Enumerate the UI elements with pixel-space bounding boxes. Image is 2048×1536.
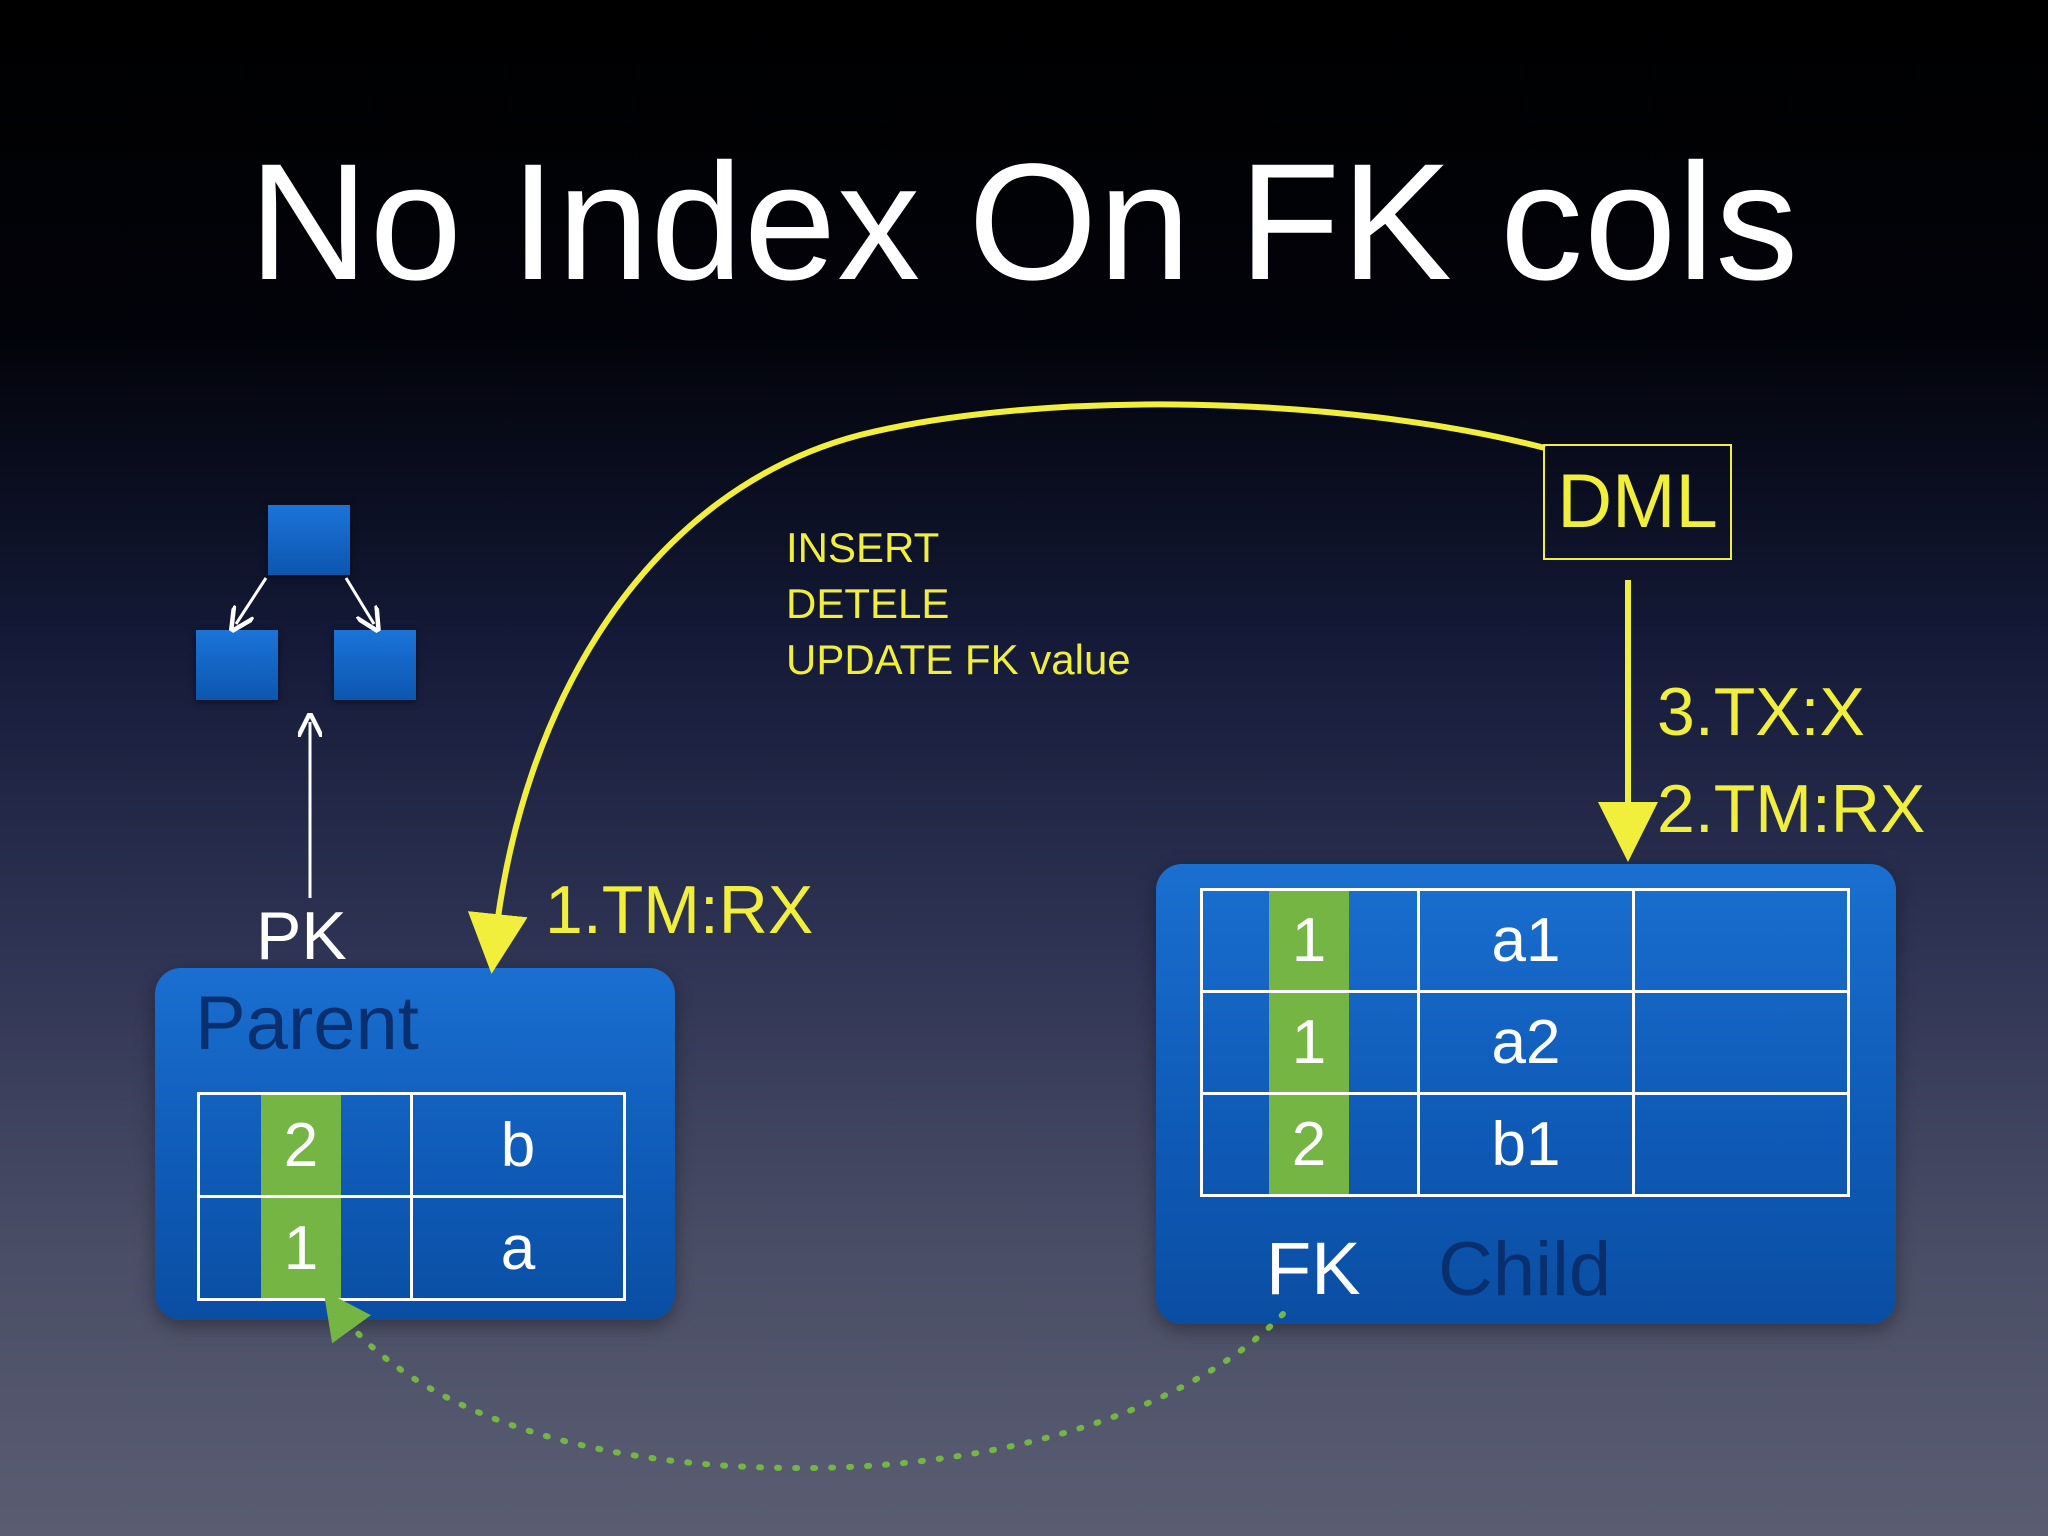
value-cell: a <box>410 1195 626 1301</box>
dml-to-parent-arrow <box>467 401 1546 974</box>
key-cell: 1 <box>197 1195 413 1301</box>
value-cell: b1 <box>1417 1092 1635 1197</box>
child-lock-tm-label: 2.TM:RX <box>1657 771 1926 847</box>
table-row: 1 a <box>197 1195 626 1301</box>
table-row: 1 a2 <box>1200 990 1850 1095</box>
child-table-panel: 1 a1 1 a2 2 b1 FK Child <box>1156 864 1896 1324</box>
parent-table-name: Parent <box>195 981 419 1066</box>
child-table-name: Child <box>1438 1227 1612 1312</box>
key-value: 1 <box>283 1213 319 1283</box>
child-lock-tx-label: 3.TX:X <box>1657 674 1865 750</box>
tree-right-arrow <box>344 577 374 624</box>
value-cell: a2 <box>1417 990 1635 1095</box>
parent-lock-label: 1.TM:RX <box>545 872 814 948</box>
empty-cell <box>1632 888 1850 993</box>
empty-cell <box>1632 990 1850 1095</box>
child-rows-table: 1 a1 1 a2 2 b1 <box>1200 888 1850 1197</box>
key-value: 1 <box>1291 906 1327 975</box>
key-cell: 1 <box>1200 990 1420 1095</box>
key-value: 2 <box>283 1110 319 1180</box>
parent-rows-table: 2 b 1 a <box>197 1092 626 1301</box>
index-tree-icon <box>190 500 420 710</box>
key-value: 2 <box>1291 1110 1327 1179</box>
parent-table-panel: Parent 2 b 1 a <box>155 968 675 1320</box>
value-cell: b <box>410 1092 626 1198</box>
operation-update: UPDATE FK value <box>786 636 1131 683</box>
operation-insert: INSERT <box>786 524 940 571</box>
slide-title: No Index On FK cols <box>248 130 1800 315</box>
fk-to-pk-dotted-arrow <box>323 1290 1286 1472</box>
key-cell: 2 <box>1200 1092 1420 1197</box>
value-cell: a1 <box>1417 888 1635 993</box>
operation-delete: DETELE <box>786 580 950 627</box>
tree-left-arrow <box>236 577 268 624</box>
dml-operations-list: INSERT DETELE UPDATE FK value <box>786 520 1131 688</box>
key-cell: 1 <box>1200 888 1420 993</box>
key-cell: 2 <box>197 1092 413 1198</box>
left-leaf-node <box>196 630 278 700</box>
right-leaf-node <box>334 630 416 700</box>
key-value: 1 <box>1291 1008 1327 1077</box>
pk-label: PK <box>256 898 347 974</box>
table-row: 2 b1 <box>1200 1092 1850 1197</box>
root-node <box>268 505 350 575</box>
dml-box: DML <box>1543 444 1732 560</box>
table-row: 2 b <box>197 1092 626 1198</box>
empty-cell <box>1632 1092 1850 1197</box>
table-row: 1 a1 <box>1200 888 1850 993</box>
fk-label: FK <box>1266 1227 1361 1310</box>
